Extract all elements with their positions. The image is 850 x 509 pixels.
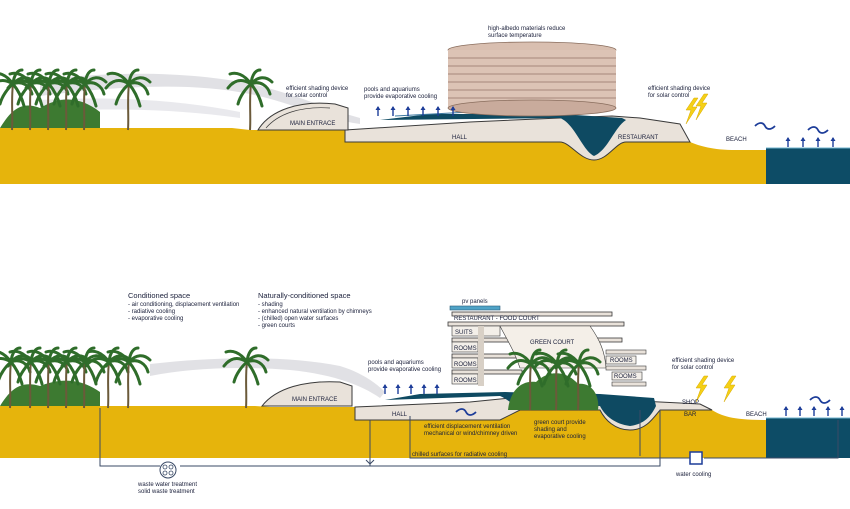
conditioned-title: Conditioned space	[128, 291, 190, 300]
high-albedo-label-1: high-albedo materials reduce	[488, 26, 566, 32]
rooms-label-5: ROOMS	[614, 374, 637, 380]
beach-label: BEACH	[726, 137, 747, 143]
ground-section-bottom	[0, 406, 766, 458]
displacement-label-1: efficient displacement ventilation	[424, 424, 510, 430]
green-court-trees	[506, 348, 602, 412]
pools-bottom-label-1: pools and aquariums	[368, 360, 424, 366]
conditioned-line-3: - evaporative cooling	[128, 316, 183, 322]
wind-wave-icon	[807, 126, 829, 134]
pv-panels-label: pv panels	[462, 299, 488, 305]
shading-left-label-1: efficient shading device	[286, 86, 349, 92]
water-cooling-icon	[689, 451, 703, 465]
natural-line-3: - (chilled) open water surfaces	[258, 316, 338, 322]
palm-trees-top	[0, 68, 274, 132]
hall-bottom-label: HALL	[392, 412, 408, 418]
hall-label: HALL	[452, 135, 468, 141]
shading-right-bottom-label-2: for solar control	[672, 365, 713, 371]
wind-wave-icon	[809, 396, 831, 404]
main-entrance-label: MAIN ENTRACE	[290, 121, 335, 127]
shop-label: SHOP	[682, 400, 699, 406]
ground-section	[0, 128, 766, 184]
conditioned-line-2: - radiative cooling	[128, 309, 175, 315]
green-provide-label-3: evaporative cooling	[534, 434, 586, 440]
main-entrance-shell-bottom	[260, 381, 353, 407]
main-entrance-shell	[257, 102, 349, 131]
bottom-section: Conditioned space - air conditioning, di…	[0, 291, 850, 495]
natural-line-4: - green courts	[258, 323, 295, 329]
chilled-surfaces-label: chilled surfaces for radiative cooling	[412, 452, 507, 458]
rooms-label-3: ROOMS	[454, 378, 477, 384]
green-court-label: GREEN COURT	[530, 340, 575, 346]
high-albedo-drum	[447, 41, 617, 117]
piping-network	[99, 408, 839, 467]
restaurant-label: RESTAURANT	[618, 135, 659, 141]
wind-wave-icon	[754, 122, 776, 130]
sun-ray-icon	[695, 375, 709, 403]
waste-label-1: waste water treatment	[137, 482, 197, 488]
wind-ribbon-low	[40, 98, 240, 118]
green-provide-label-2: shading and	[534, 427, 567, 433]
suits-label: SUITS	[455, 330, 473, 336]
pv-panel	[449, 305, 501, 311]
sea	[766, 148, 850, 184]
top-section: high-albedo materials reduce surface tem…	[0, 26, 850, 184]
shading-right-label-2: for solar control	[648, 93, 689, 99]
waste-label-2: solid waste treatment	[138, 489, 195, 495]
pool-top	[380, 114, 626, 156]
bar-label: BAR	[684, 412, 697, 418]
pools-label-1: pools and aquariums	[364, 87, 420, 93]
shading-right-label-1: efficient shading device	[648, 86, 711, 92]
wind-ribbon	[150, 358, 385, 398]
main-entrance-bottom-label: MAIN ENTRACE	[292, 397, 337, 403]
palm-trees-bottom	[0, 346, 270, 410]
beach-bottom-label: BEACH	[746, 412, 767, 418]
wind-ribbon	[40, 73, 360, 124]
pools-bottom-label-2: provide evaporative cooling	[368, 367, 441, 373]
sea-bottom	[766, 418, 850, 458]
shading-left-label-2: for solar control	[286, 93, 327, 99]
displacement-label-2: mechanical or wind/chimney driven	[424, 431, 517, 437]
green-provide-label-1: green court provide	[534, 420, 586, 426]
pools-label-2: provide evaporative cooling	[364, 94, 437, 100]
high-albedo-label-2: surface temperature	[488, 33, 542, 39]
natural-line-2: - enhanced natural ventilation by chimne…	[258, 309, 372, 315]
water-cooling-label: water cooling	[675, 472, 711, 478]
conditioned-line-1: - air conditioning, displacement ventila…	[128, 302, 239, 308]
rooms-label-1: ROOMS	[454, 346, 477, 352]
shading-right-bottom-label-1: efficient shading device	[672, 358, 735, 364]
restaurant-food-court-label: RESTAURANT - FOOD COURT	[454, 316, 540, 322]
rooms-label-4: ROOMS	[610, 358, 633, 364]
natural-title: Naturally-conditioned space	[258, 291, 351, 300]
rooms-label-2: ROOMS	[454, 362, 477, 368]
natural-line-1: - shading	[258, 302, 283, 308]
waste-treatment-icon	[159, 461, 177, 479]
sun-ray-icon	[723, 375, 737, 403]
